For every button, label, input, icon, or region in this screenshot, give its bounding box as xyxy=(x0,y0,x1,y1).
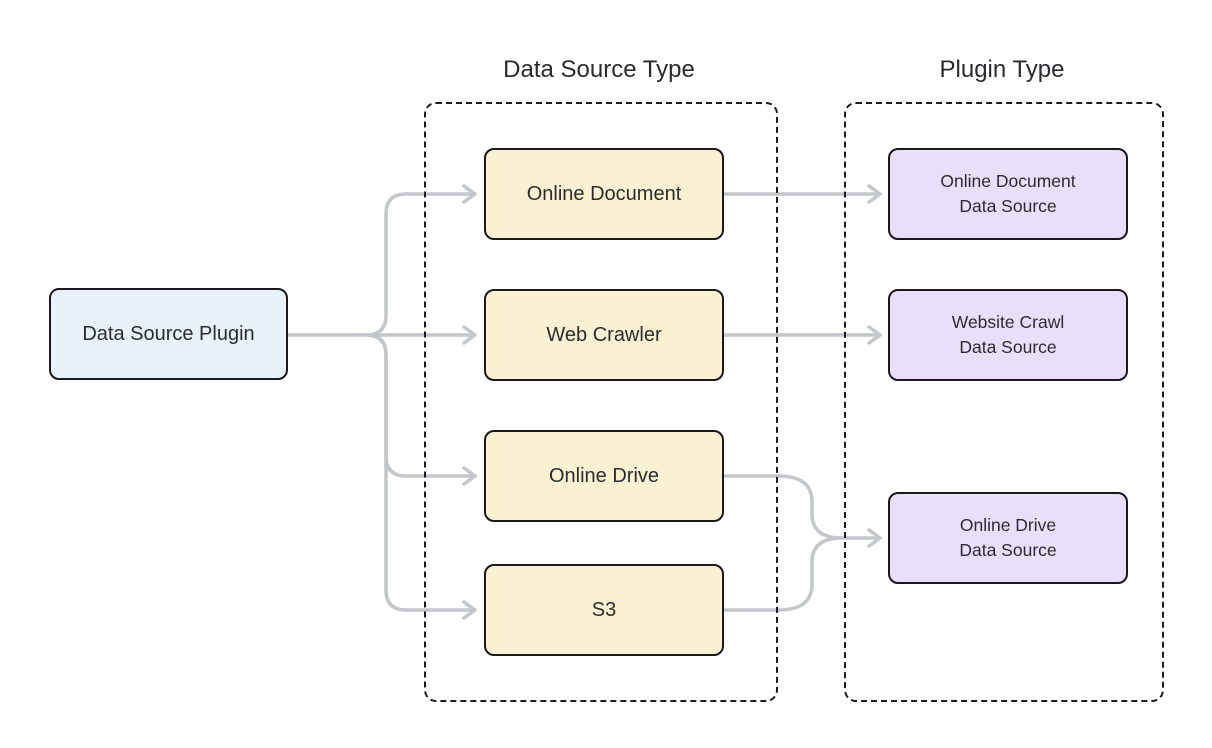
node-data-source-plugin: Data Source Plugin xyxy=(49,288,288,380)
node-label: S3 xyxy=(591,598,617,621)
edge-s3-to-plugin xyxy=(722,536,844,612)
edge-root-to-s3 xyxy=(364,333,477,620)
node-web-crawler: Web Crawler xyxy=(484,289,724,381)
node-label-line1: Online Drive xyxy=(959,515,1057,536)
node-online-drive-data-source: Online Drive Data Source xyxy=(888,492,1128,584)
node-label: Web Crawler xyxy=(546,323,662,346)
group-box-plugin-type xyxy=(844,102,1164,702)
node-label-line1: Website Crawl xyxy=(951,312,1065,333)
node-online-document: Online Document xyxy=(484,148,724,240)
node-online-drive: Online Drive xyxy=(484,430,724,522)
node-label: Data Source Plugin xyxy=(82,322,255,345)
node-label: Online Drive xyxy=(548,464,660,487)
group-box-data-source-type xyxy=(424,102,778,702)
node-online-document-data-source: Online Document Data Source xyxy=(888,148,1128,240)
node-label-line2: Data Source xyxy=(959,196,1057,216)
edge-root-to-online-document xyxy=(364,184,477,337)
node-label-line2: Data Source xyxy=(959,337,1057,357)
edge-online-drive-to-plugin xyxy=(722,474,882,548)
group-title-plugin-type: Plugin Type xyxy=(939,56,1065,83)
node-label-line1: Online Document xyxy=(940,171,1076,192)
group-title-data-source-type: Data Source Type xyxy=(503,56,695,83)
node-website-crawl-data-source: Website Crawl Data Source xyxy=(888,289,1128,381)
node-label-line2: Data Source xyxy=(959,540,1057,560)
node-s3: S3 xyxy=(484,564,724,656)
node-label: Online Document xyxy=(526,182,682,205)
